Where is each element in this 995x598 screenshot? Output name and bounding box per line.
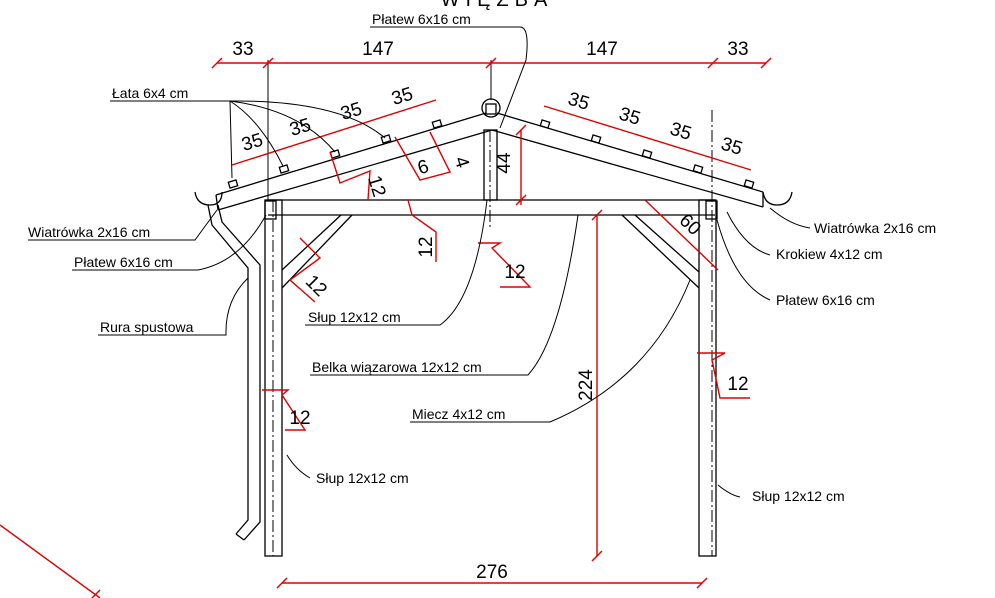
dim-lata-right-1: 35: [565, 89, 591, 115]
dim-king-post-height: 44: [494, 152, 515, 174]
label-platew-left: Płatew 6x16 cm: [74, 254, 173, 270]
title-partial: WIĘŹBA: [441, 0, 554, 11]
label-slup-right: Słup 12x12 cm: [752, 488, 845, 504]
dim-miecz-width-left: 12: [301, 271, 331, 301]
dim-krokiew-height: 12: [363, 173, 389, 199]
dimensions: [0, 57, 772, 598]
brace-right-1: [621, 214, 700, 289]
label-krokiew: Krokiew 4x12 cm: [776, 246, 883, 262]
dim-top-half-left: 147: [362, 39, 394, 60]
label-wiatrowka-left: Wiatrówka 2x16 cm: [28, 224, 150, 240]
gutter-left: [194, 191, 223, 206]
rafter-right-bottom: [491, 129, 764, 208]
purlin-right: [705, 200, 718, 220]
dim-lata-right-4: 35: [718, 134, 744, 160]
rafter-left-top: [215, 112, 487, 196]
dim-lata-left-4: 35: [389, 84, 415, 110]
dim-king-post-width: 12: [504, 262, 525, 283]
battens-right: [539, 119, 755, 189]
downpipe: [207, 204, 249, 535]
brace-left-2: [281, 214, 353, 289]
gutter-right: [762, 191, 793, 206]
label-slup-left: Słup 12x12 cm: [316, 470, 409, 486]
structure: [194, 60, 793, 557]
rafter-left-bottom: [217, 129, 493, 211]
dim-lata-right-3: 35: [667, 119, 693, 145]
label-miecz: Miecz 4x12 cm: [412, 406, 505, 422]
dim-bottom-span: 276: [476, 562, 508, 583]
dim-top-overhang-left: 33: [232, 39, 253, 60]
dim-post-height: 224: [576, 369, 597, 401]
dim-lata-left-1: 35: [239, 130, 265, 156]
label-platew-right: Płatew 6x16 cm: [776, 292, 875, 308]
dim-lata-height: 4: [450, 154, 473, 171]
label-rura: Rura spustowa: [100, 319, 194, 335]
label-belka: Belka wiązarowa 12x12 cm: [312, 359, 482, 375]
brace-left-1: [281, 214, 342, 271]
leaders: [28, 26, 811, 498]
dim-lata-left-3: 35: [338, 99, 364, 125]
purlin-left: [264, 200, 277, 220]
label-platew-top: Płatew 6x16 cm: [372, 11, 471, 27]
label-lata: Łata 6x4 cm: [112, 85, 188, 101]
dim-top-overhang-right: 33: [727, 39, 748, 60]
dim-post-width-right: 12: [727, 374, 748, 395]
label-wiatrowka-right: Wiatrówka 2x16 cm: [814, 220, 936, 236]
dim-lata-right-2: 35: [616, 104, 642, 130]
labels: Płatew 6x16 cm Łata 6x4 cm Wiatrówka 2x1…: [28, 11, 936, 504]
dim-belka-height: 12: [416, 236, 437, 257]
dim-top-half-right: 147: [586, 39, 618, 60]
dim-post-width-left: 12: [289, 408, 310, 429]
brace-right-2: [634, 214, 700, 273]
label-slup-center: Słup 12x12 cm: [308, 309, 401, 325]
